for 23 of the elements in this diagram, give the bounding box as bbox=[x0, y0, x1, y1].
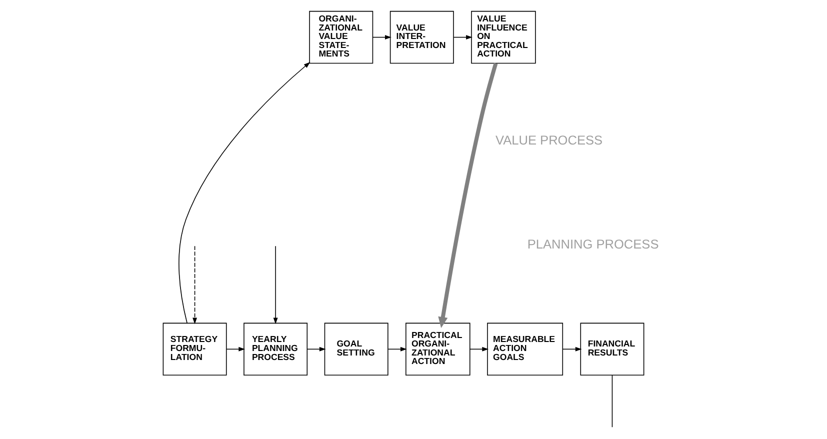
node-box: ORGANI- ZATIONAL VALUE STATE- MENTS bbox=[309, 10, 374, 64]
node-box: VALUE INTER- PRETATION bbox=[390, 10, 454, 64]
arrow bbox=[192, 246, 198, 324]
arrow bbox=[307, 346, 326, 352]
arrow bbox=[562, 346, 582, 352]
arrow bbox=[388, 346, 407, 352]
arrow bbox=[438, 62, 498, 328]
arrow bbox=[470, 346, 489, 352]
connector bbox=[612, 374, 613, 428]
label: VALUE PROCESS bbox=[496, 132, 603, 148]
node-box: MEASURABLE ACTION GOALS bbox=[487, 322, 564, 376]
arrow bbox=[372, 35, 392, 40]
arrow bbox=[273, 246, 278, 324]
arrow bbox=[178, 62, 310, 324]
node-box: GOAL SETTING bbox=[324, 322, 388, 376]
arrow bbox=[453, 35, 472, 40]
node-box: VALUE INFLUENCE ON PRACTICAL ACTION bbox=[471, 10, 536, 64]
node-box: PRACTICAL ORGANI- ZATIONAL ACTION bbox=[406, 322, 470, 376]
node-box: YEARLY PLANNING PROCESS bbox=[244, 322, 308, 376]
node-box: FINANCIAL RESULTS bbox=[580, 322, 644, 376]
label: PLANNING PROCESS bbox=[527, 236, 659, 252]
node-box: STRATEGY FORMU- LATION bbox=[162, 322, 227, 376]
arrow bbox=[226, 346, 246, 352]
